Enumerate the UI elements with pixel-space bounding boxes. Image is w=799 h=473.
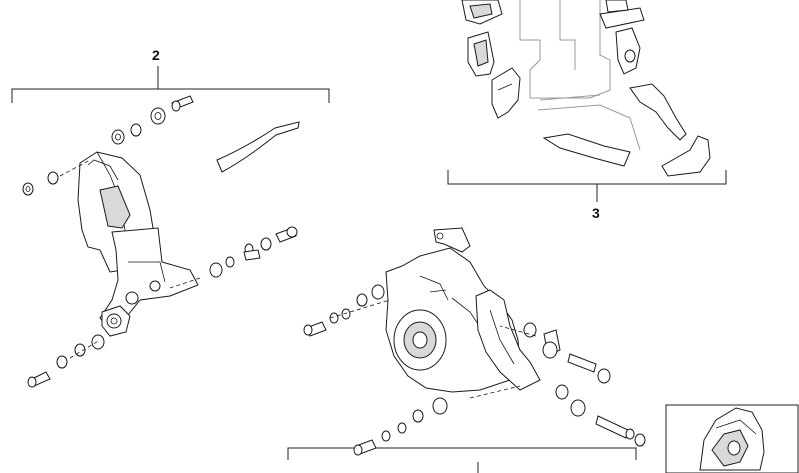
hook-bottom-right [661, 135, 711, 177]
block-left [467, 31, 495, 77]
inset-thumbnail [665, 404, 799, 473]
stud-bolt-lower [555, 384, 646, 447]
clip-top-right [599, 0, 645, 29]
leader-lines-group-bottom [329, 299, 537, 399]
washer-set-top [111, 107, 166, 145]
stud-bolt-upper [523, 322, 611, 384]
group-bottom-bracket [287, 447, 637, 473]
callout-3: 3 [592, 205, 600, 221]
callout-2: 2 [152, 47, 160, 63]
clip-top-left [461, 0, 503, 25]
group-2-bracket [11, 66, 330, 103]
bolt-row-right [209, 226, 298, 278]
bolt-top [171, 95, 194, 112]
washer-row-lower [353, 397, 448, 456]
mount-clip [433, 227, 471, 253]
washer-row-left [303, 284, 385, 337]
leader-lines-group-2 [59, 159, 201, 359]
washer-set-lower-left [27, 334, 105, 388]
gasket-strip [216, 121, 300, 173]
lower-bracket [99, 227, 199, 329]
clip-mid [491, 67, 521, 119]
manifold-ghost-outline [519, 0, 641, 151]
wedge-bottom [542, 133, 631, 167]
housing-flange [475, 289, 541, 391]
group-3-bracket [447, 170, 727, 202]
tensioner-assembly [101, 305, 131, 337]
sensor-right [615, 27, 641, 75]
bracket-right-curved [629, 83, 687, 141]
washer-set-left [22, 171, 59, 196]
